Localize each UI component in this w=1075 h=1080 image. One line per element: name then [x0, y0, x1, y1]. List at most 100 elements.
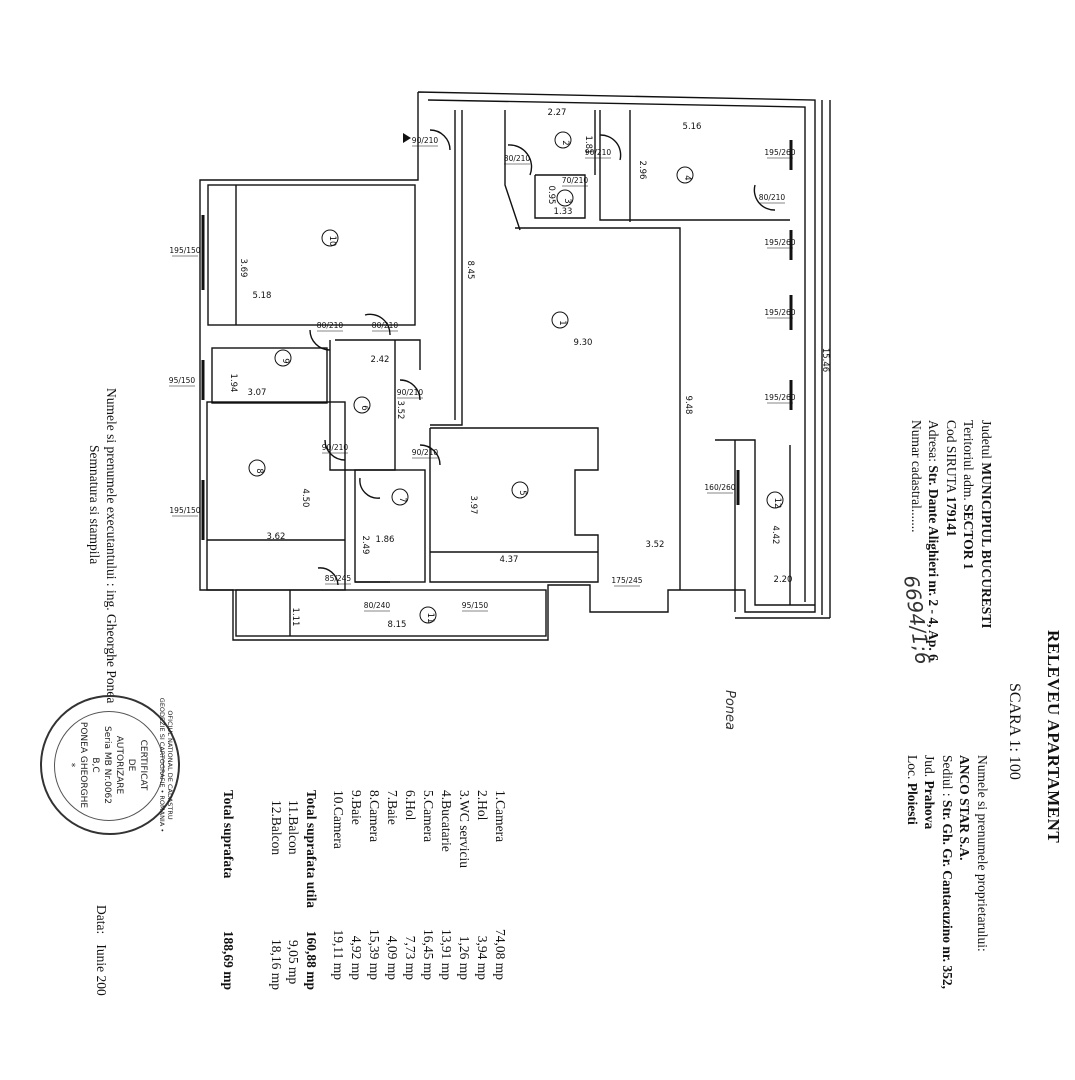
- stamp-line: AUTORIZARE: [114, 735, 124, 795]
- room-number-circle: [676, 166, 694, 184]
- jud-label: Jud.: [922, 755, 938, 778]
- opening-size-label: 195/150: [169, 246, 200, 255]
- room-area: 7,73 mp: [403, 935, 418, 980]
- balcon12-value: 18,16 mp: [269, 938, 284, 990]
- room-number-circle: [419, 606, 437, 624]
- room-number-circle: [248, 459, 266, 477]
- jud-value: Prahova: [922, 780, 938, 830]
- dimension-label: 3.69: [238, 259, 248, 278]
- room-number-circle: [321, 229, 339, 247]
- dimension-label: 5.18: [253, 291, 272, 301]
- room-row: 2.Hol 3,94 mp: [473, 790, 491, 980]
- dimension-label: 3.07: [248, 388, 267, 398]
- dimension-label: 4.50: [300, 489, 310, 508]
- room-name: 1.Camera: [493, 790, 508, 843]
- room-number-circle: [511, 481, 529, 499]
- dimension-label: 0.95: [546, 186, 556, 205]
- room-number-circle: [554, 131, 572, 149]
- opening-size-label: 85/245: [325, 574, 352, 583]
- dimension-label: 1.33: [554, 207, 573, 217]
- adresa-label: Adresa:: [926, 420, 942, 462]
- opening-size-label: 90/210: [412, 136, 439, 145]
- opening-size-label: 90/210: [412, 448, 439, 457]
- dimension-label: 1.11: [290, 608, 300, 627]
- opening-size-label: 80/210: [372, 321, 399, 330]
- loc-label: Loc.: [905, 755, 920, 780]
- executant-line: Numele si prenumele executantului : ing.…: [104, 388, 119, 704]
- room-area: 3,94 mp: [475, 935, 490, 980]
- room-number: 2: [560, 140, 570, 145]
- room-number: 8: [254, 468, 264, 473]
- stamp-line: B,C: [90, 757, 100, 773]
- stamp-line: Seria MB Nr.0062: [102, 726, 112, 804]
- dimension-labels: 2.275.162.961.810.951.338.459.309.485.18…: [228, 108, 830, 630]
- room-row: 10.Camera 19,11 mp: [329, 790, 347, 980]
- dimension-label: 2.96: [637, 161, 647, 180]
- total-value: 188,69 mp: [221, 930, 237, 990]
- sediu-value: Str. Gh. Gr. Cantacuzino nr. 352,: [940, 800, 955, 990]
- room-number-circle: [766, 491, 784, 509]
- dimension-label: 1.81: [583, 136, 593, 155]
- dimension-label: 3.52: [646, 540, 665, 550]
- authorization-stamp: OFICIUL NATIONAL DE CADASTRU GEODEZIE SI…: [40, 695, 180, 835]
- room-number: 11: [425, 613, 435, 624]
- opening-size-label: 195/260: [764, 238, 795, 247]
- stamp-line: DE: [126, 758, 136, 772]
- room-area: 13,91 mp: [439, 928, 454, 980]
- opening-size-label: 70/210: [562, 176, 589, 185]
- opening-size-label: 80/240: [364, 601, 391, 610]
- dimension-label: 9.30: [574, 338, 593, 348]
- room-row: 8.Camera 15,39 mp: [365, 790, 383, 980]
- dimension-label: 3.97: [468, 496, 478, 515]
- room-number: 5: [517, 490, 527, 495]
- room-row: 3.WC serviciu 1,26 mp: [455, 790, 473, 980]
- room-name: 5.Camera: [421, 790, 436, 843]
- room-number-circle: [353, 396, 371, 414]
- date-line: Data: Iunie 200: [93, 905, 111, 996]
- opening-size-label: 195/260: [764, 393, 795, 402]
- entrance-arrow-icon: [403, 133, 411, 143]
- room-number: 7: [397, 497, 407, 502]
- room-area: 1,26 mp: [457, 935, 472, 980]
- dimension-label: 3.52: [395, 401, 405, 420]
- room-area: 19,11 mp: [331, 929, 346, 981]
- room-name: 2.Hol: [475, 790, 490, 821]
- room-number: 6: [359, 405, 369, 410]
- opening-labels: 195/260195/260195/260195/260195/150195/1…: [169, 136, 796, 612]
- room-name: 3.WC serviciu: [457, 790, 472, 868]
- room-name: 8.Camera: [367, 790, 382, 843]
- dimension-label: 8.45: [465, 261, 475, 280]
- opening-size-label: 80/210: [504, 154, 531, 163]
- room-area: 15,39 mp: [367, 928, 382, 980]
- room-number: 12: [772, 498, 782, 509]
- balcon12-label: 12.Balcon: [269, 800, 284, 856]
- room-name: 7.Baie: [385, 790, 400, 825]
- dimension-label: 2.20: [774, 575, 793, 585]
- stamp-line: PONEA GHEORGHE: [78, 721, 88, 809]
- dimension-label: 2.42: [371, 355, 390, 365]
- sediu-label: Sediul :: [940, 755, 955, 797]
- balcon11-label: 11.Balcon: [286, 800, 302, 855]
- opening-size-label: 95/150: [169, 376, 196, 385]
- dimension-label: 5.16: [683, 122, 702, 132]
- room-name: 10.Camera: [331, 790, 346, 849]
- total-utila-label: Total suprafata utila: [304, 790, 319, 909]
- room-number: 10: [327, 236, 337, 247]
- dimension-label: 3.62: [267, 532, 286, 542]
- handwritten-note: Ponea: [722, 690, 737, 730]
- teritoriu-value: SECTOR 1: [961, 504, 977, 570]
- room-number-circle: [391, 488, 409, 506]
- dimension-label: 1.86: [376, 535, 395, 545]
- dimension-label: 9.48: [683, 396, 693, 415]
- scale-label: SCARA 1: 100: [1006, 683, 1023, 780]
- dimension-label: 8.15: [388, 620, 407, 630]
- room-number-circle: [274, 349, 292, 367]
- balcon11-value: 9,05 mp: [286, 940, 302, 985]
